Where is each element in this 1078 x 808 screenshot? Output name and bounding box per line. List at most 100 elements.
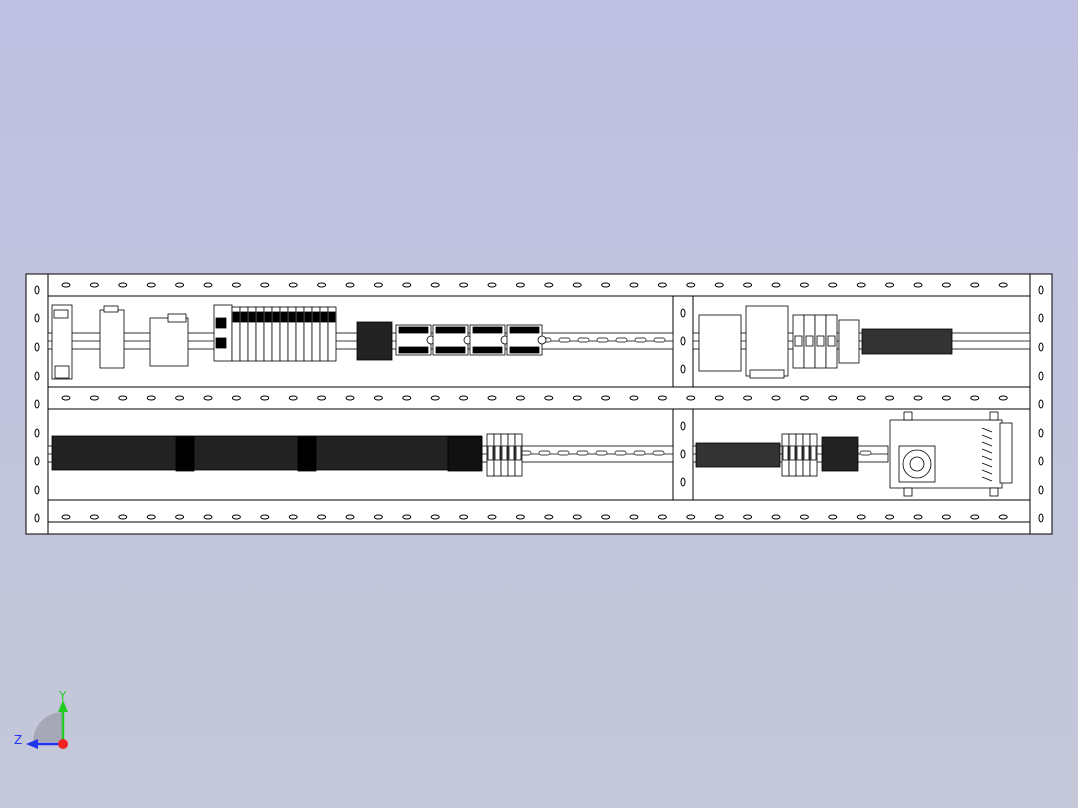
mounting-hole [657, 395, 667, 401]
mounting-hole [743, 514, 753, 520]
mounting-hole [680, 449, 686, 459]
mounting-hole [771, 395, 781, 401]
plc-cpu-module [213, 304, 233, 362]
mounting-hole [515, 282, 525, 288]
relay-terminals [509, 326, 540, 334]
mounting-hole [998, 282, 1008, 288]
mounting-hole [714, 282, 724, 288]
socket-module [838, 319, 860, 364]
mounting-hole [1038, 513, 1044, 523]
mounting-hole [714, 514, 724, 520]
mounting-hole [1038, 313, 1044, 323]
breaker-toggle [794, 335, 803, 347]
io-slice-led [232, 311, 240, 323]
vent-slat [981, 462, 993, 468]
triad-plane [33, 712, 63, 742]
fuse-holder [515, 445, 522, 461]
mounting-hole [941, 514, 951, 520]
mounting-hole [657, 282, 667, 288]
mounting-hole [34, 285, 40, 295]
circuit-breakers [792, 314, 838, 369]
io-slice-led [240, 311, 248, 323]
io-slice-led [248, 311, 256, 323]
relay-terminals [398, 346, 429, 354]
mounting-hole [231, 514, 241, 520]
io-slice-led [320, 311, 328, 323]
ac-side-panel [999, 422, 1013, 484]
rail-slot [634, 337, 647, 343]
mounting-hole [1038, 371, 1044, 381]
mounting-hole [1038, 428, 1044, 438]
mounting-hole [260, 282, 270, 288]
y-axis-label: Y [58, 689, 67, 703]
mounting-hole [61, 514, 71, 520]
mounting-hole [1038, 342, 1044, 352]
mounting-hole [799, 282, 809, 288]
mounting-hole [61, 282, 71, 288]
rail-slot [595, 450, 608, 456]
mounting-hole [544, 514, 554, 520]
mounting-hole [345, 395, 355, 401]
mounting-hole [459, 395, 469, 401]
mounting-hole [629, 395, 639, 401]
mounting-hole [1038, 456, 1044, 466]
mounting-hole [970, 514, 980, 520]
plc-io-slices [231, 306, 337, 362]
mounting-hole [288, 395, 298, 401]
relay-modules [395, 324, 547, 356]
mounting-hole [118, 395, 128, 401]
io-slice-led [288, 311, 296, 323]
mounting-hole [89, 282, 99, 288]
communication-gateway-module [149, 317, 189, 367]
mounting-hole [430, 282, 440, 288]
mounting-hole [345, 514, 355, 520]
mounting-hole [402, 282, 412, 288]
mounting-hole [680, 336, 686, 346]
mounting-hole [260, 395, 270, 401]
vent-slat [981, 469, 993, 475]
mounting-hole [260, 514, 270, 520]
breaker-toggle [827, 335, 836, 347]
vent-slat [981, 427, 993, 433]
mounting-hole [402, 395, 412, 401]
mounting-hole [459, 514, 469, 520]
switch-top-clip [103, 305, 119, 313]
top-mounting-strip [47, 273, 1031, 297]
mounting-hole [828, 514, 838, 520]
vent-slat [981, 448, 993, 454]
mounting-hole [686, 282, 696, 288]
end-stop [297, 436, 317, 472]
breaker-toggle [816, 335, 825, 347]
mounting-hole [680, 421, 686, 431]
mounting-hole [572, 282, 582, 288]
mounting-hole [430, 395, 440, 401]
ac-vent-grille [981, 427, 993, 482]
mounting-hole [680, 308, 686, 318]
io-slice-led [280, 311, 288, 323]
mounting-hole [118, 514, 128, 520]
mounting-hole [34, 485, 40, 495]
mounting-hole [146, 395, 156, 401]
fuse-holder [487, 445, 494, 461]
mounting-hole [89, 395, 99, 401]
fuse-holder [803, 445, 810, 461]
relay-connector [537, 335, 547, 345]
mounting-hole [799, 395, 809, 401]
fuse-holder [810, 445, 817, 461]
mounting-hole [629, 514, 639, 520]
middle-mounting-strip [47, 386, 1031, 410]
terminal-strip-upper-right [861, 328, 953, 355]
control-cabinet-backplate [25, 273, 1053, 535]
relay-terminals [472, 326, 503, 334]
ethernet-switch-module [99, 309, 125, 369]
relay-terminals [435, 346, 466, 354]
mounting-hole [941, 282, 951, 288]
fuse-holder [782, 445, 789, 461]
mounting-hole [913, 514, 923, 520]
mounting-hole [970, 282, 980, 288]
mounting-hole [317, 395, 327, 401]
mounting-bracket [989, 411, 999, 421]
surge-protector [698, 314, 742, 372]
fuse-holder [796, 445, 803, 461]
